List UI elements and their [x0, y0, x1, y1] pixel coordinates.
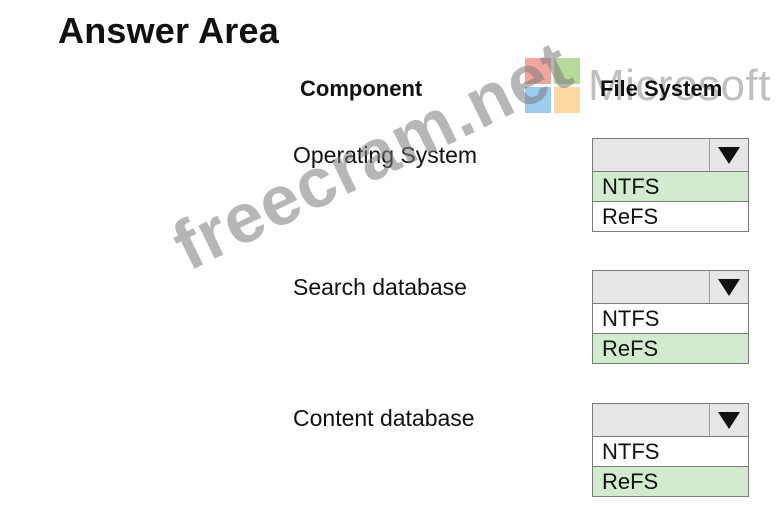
- dropdown-head[interactable]: [592, 138, 749, 172]
- microsoft-logo-text: Microsoft: [588, 60, 771, 110]
- microsoft-logo-icon: [525, 58, 580, 113]
- dropdown-option-refs[interactable]: ReFS: [592, 202, 749, 232]
- component-label-content-database: Content database: [293, 405, 475, 431]
- triangle-down-icon: [718, 411, 740, 429]
- page-title: Answer Area: [58, 10, 279, 51]
- microsoft-logo: Microsoft: [525, 58, 771, 113]
- dropdown-toggle[interactable]: [709, 404, 748, 436]
- file-system-dropdown-operating-system[interactable]: NTFS ReFS: [592, 138, 749, 232]
- file-system-dropdown-content-database[interactable]: NTFS ReFS: [592, 403, 749, 497]
- dropdown-head[interactable]: [592, 270, 749, 304]
- dropdown-option-ntfs[interactable]: NTFS: [592, 437, 749, 467]
- triangle-down-icon: [718, 146, 740, 164]
- dropdown-toggle[interactable]: [709, 271, 748, 303]
- dropdown-option-refs[interactable]: ReFS: [592, 334, 749, 364]
- component-label-operating-system: Operating System: [293, 142, 478, 168]
- file-system-column-header: File System: [600, 76, 723, 101]
- component-column-header: Component: [300, 76, 423, 101]
- dropdown-option-ntfs[interactable]: NTFS: [592, 172, 749, 202]
- dropdown-option-ntfs[interactable]: NTFS: [592, 304, 749, 334]
- dropdown-option-refs[interactable]: ReFS: [592, 467, 749, 497]
- file-system-dropdown-search-database[interactable]: NTFS ReFS: [592, 270, 749, 364]
- triangle-down-icon: [718, 278, 740, 296]
- dropdown-toggle[interactable]: [709, 139, 748, 171]
- dropdown-head[interactable]: [592, 403, 749, 437]
- component-label-search-database: Search database: [293, 274, 467, 300]
